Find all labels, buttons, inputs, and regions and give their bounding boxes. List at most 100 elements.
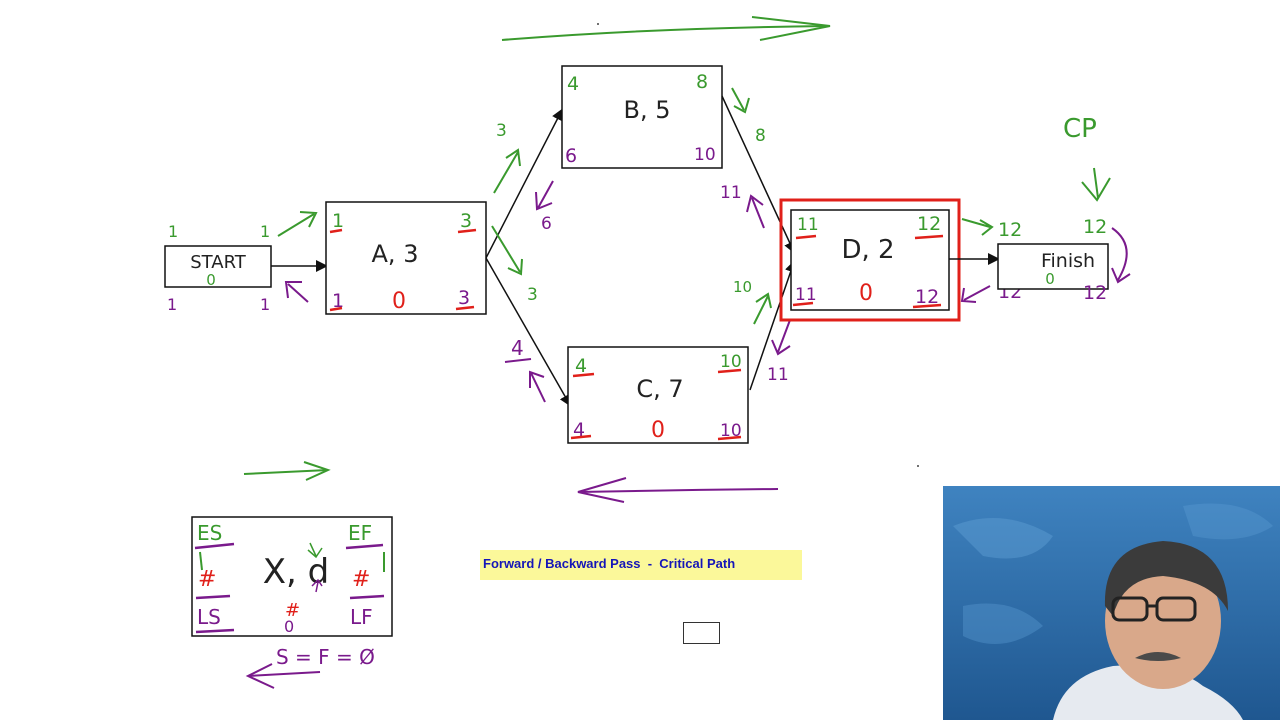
legend-caption: S = F = Ø xyxy=(276,645,375,669)
c-slack: 0 xyxy=(651,418,665,443)
legend-zero: 0 xyxy=(284,617,294,636)
edge-a-c xyxy=(485,257,571,407)
legend-es-tick xyxy=(199,551,203,571)
svg-text:X, d: X, d xyxy=(263,552,330,592)
svg-text:Finish: Finish xyxy=(1041,250,1095,272)
start-lf: 1 xyxy=(260,295,270,314)
b-ef: 8 xyxy=(696,71,708,93)
c-lf: 10 xyxy=(720,421,742,441)
finish-turnaround-arrow xyxy=(1111,227,1131,284)
c-ef: 10 xyxy=(720,352,742,372)
node-c: C, 7 xyxy=(567,346,749,444)
start-ef: 1 xyxy=(260,222,270,241)
svg-text:A, 3: A, 3 xyxy=(372,240,419,268)
title-banner: Forward / Backward Pass - Critical Path xyxy=(480,550,802,580)
finish-ef: 12 xyxy=(1083,216,1107,238)
stray-dot xyxy=(597,23,599,25)
fwd-mark-start-a xyxy=(277,211,318,237)
fwd-mark-a-b xyxy=(493,148,521,194)
svg-text:B, 5: B, 5 xyxy=(624,96,671,124)
edge-b-d xyxy=(721,95,796,254)
legend-ls-overline xyxy=(195,594,231,600)
bwd-mark-c-d xyxy=(771,319,791,356)
bwd-value-a-b: 6 xyxy=(541,214,552,234)
fwd-value-d-finish: 12 xyxy=(998,219,1022,241)
legend-ls-underline xyxy=(195,628,235,634)
webcam-image xyxy=(943,486,1280,720)
bwd-value-a-c: 4 xyxy=(511,336,524,360)
d-ls-underline xyxy=(792,301,814,307)
a-ls: 1 xyxy=(332,290,344,312)
legend-slack-center: # xyxy=(285,600,300,621)
a-es-underline xyxy=(329,228,343,234)
critical-highlight-d xyxy=(779,198,961,322)
bwd-mark-d-finish xyxy=(960,285,991,303)
d-es: 11 xyxy=(797,215,819,235)
c-lf-underline xyxy=(717,435,742,441)
node-finish: Finish 0 xyxy=(997,243,1109,290)
legend-slack-left: # xyxy=(198,567,216,592)
bwd-value-a-c-underline xyxy=(504,358,532,363)
legend-ef: EF xyxy=(348,521,372,545)
legend-lf-overline xyxy=(349,594,385,600)
a-ef-underline xyxy=(457,228,477,234)
svg-text:0: 0 xyxy=(1045,270,1055,288)
legend-ls: LS xyxy=(197,605,221,629)
b-lf: 10 xyxy=(694,145,716,165)
presenter-webcam xyxy=(943,486,1280,720)
small-empty-box xyxy=(683,622,720,644)
c-es-underline xyxy=(572,372,595,378)
d-es-underline xyxy=(795,234,817,240)
stray-dot xyxy=(917,465,919,467)
legend-slack-right: # xyxy=(352,567,370,592)
edge-c-d xyxy=(749,260,797,391)
legend-es: ES xyxy=(197,521,222,545)
c-ls-underline xyxy=(570,434,592,440)
fwd-mark-b-d xyxy=(731,87,750,114)
bwd-value-b-d: 11 xyxy=(720,183,742,203)
b-es: 4 xyxy=(567,73,579,95)
legend-lf: LF xyxy=(350,605,373,629)
bwd-mark-a-c xyxy=(529,370,546,403)
legend-backward-arrow xyxy=(245,663,321,689)
start-es: 1 xyxy=(168,222,178,241)
c-ef-underline xyxy=(717,368,742,374)
legend-node: X, d xyxy=(191,516,393,637)
d-ef: 12 xyxy=(917,213,941,235)
svg-text:C, 7: C, 7 xyxy=(636,375,683,403)
forward-pass-arrow-top xyxy=(501,16,831,41)
d-ef-underline xyxy=(914,234,944,240)
cp-down-arrow xyxy=(1081,167,1111,202)
a-lf-underline xyxy=(455,305,475,311)
svg-text:START: START xyxy=(190,252,247,273)
c-es: 4 xyxy=(575,355,587,377)
legend-up-tick xyxy=(311,578,323,593)
fwd-mark-c-d xyxy=(753,292,772,325)
a-slack: 0 xyxy=(392,289,406,314)
bwd-value-c-d: 11 xyxy=(767,365,789,385)
node-d: D, 2 xyxy=(790,209,950,311)
start-ls: 1 xyxy=(167,295,177,314)
node-a: A, 3 xyxy=(325,201,487,315)
fwd-value-a-b: 3 xyxy=(496,121,507,141)
edge-a-b xyxy=(485,108,563,259)
a-es: 1 xyxy=(332,210,344,232)
backward-pass-arrow-bottom xyxy=(577,477,779,503)
forward-pass-arrow-legend xyxy=(243,461,331,481)
fwd-mark-d-finish xyxy=(961,218,994,236)
a-ef: 3 xyxy=(460,210,472,232)
svg-text:0: 0 xyxy=(206,271,216,289)
node-start: START 0 xyxy=(164,245,272,289)
svg-text:D, 2: D, 2 xyxy=(841,235,894,265)
legend-down-tick xyxy=(307,542,323,559)
d-ls: 11 xyxy=(795,285,817,305)
d-slack: 0 xyxy=(859,281,873,306)
a-ls-underline xyxy=(329,306,343,312)
d-lf: 12 xyxy=(915,286,939,308)
bwd-mark-a-b xyxy=(535,180,554,211)
c-ls: 4 xyxy=(573,419,585,441)
d-lf-underline xyxy=(912,303,942,309)
fwd-mark-a-c xyxy=(491,225,523,276)
a-lf: 3 xyxy=(458,287,470,309)
